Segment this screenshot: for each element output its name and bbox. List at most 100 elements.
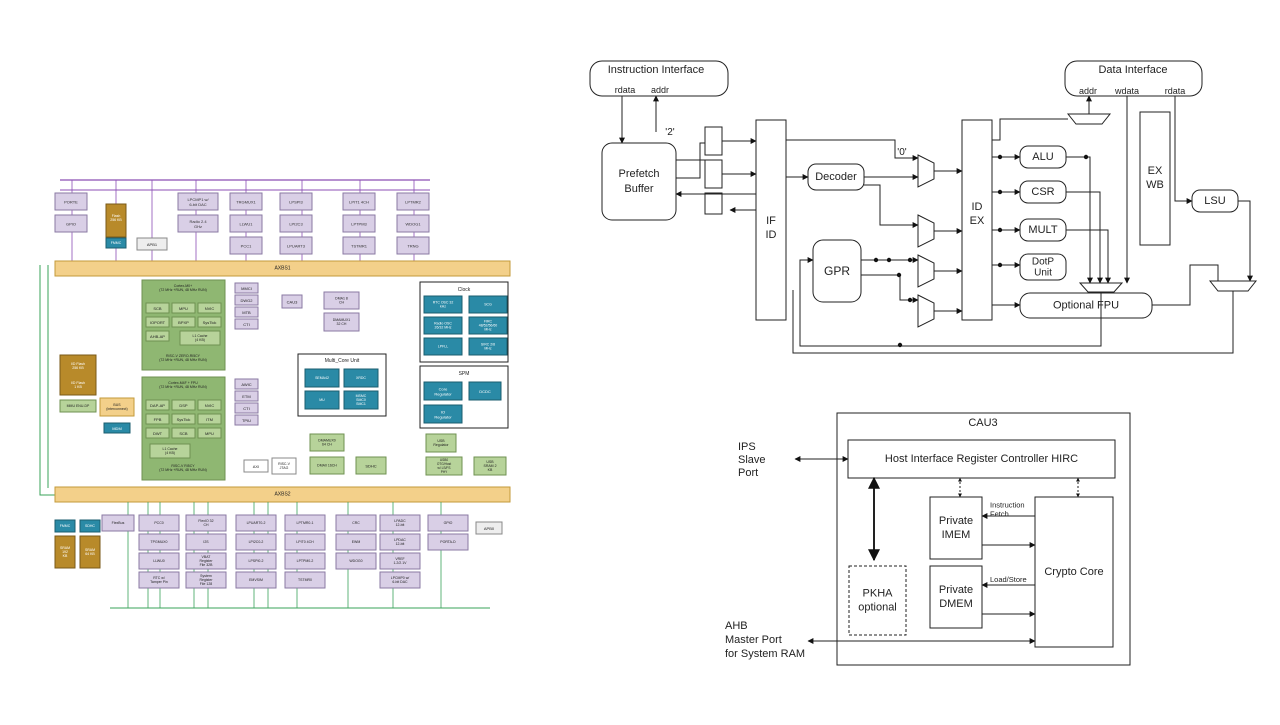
- block-label: AHB-AP: [150, 334, 165, 339]
- block-label: DCDC: [479, 389, 491, 394]
- conn: [992, 118, 1068, 141]
- lsu-block: LSU: [1191, 189, 1239, 213]
- block-label: DMA0 16CH: [317, 464, 337, 468]
- block-frame: [54, 260, 511, 277]
- block-frame: [271, 457, 297, 475]
- instruction-interface-label: Instruction Interface: [608, 64, 705, 76]
- block-frame: [197, 413, 222, 425]
- block-frame: [171, 427, 196, 439]
- side-bot-block: AWIC: [234, 378, 259, 390]
- wdata-label: wdata: [1114, 86, 1139, 96]
- block-label: LPIT1 4CH: [349, 199, 369, 204]
- block-label: MU: [319, 398, 325, 402]
- conn: [1174, 96, 1193, 204]
- block-label: I2S: [203, 540, 209, 544]
- load-store-label: Load/Store: [990, 575, 1027, 584]
- axbs2-bus: AXBS2: [54, 486, 511, 503]
- crypto-core-block: Crypto Core: [1034, 496, 1114, 648]
- block-frame: [475, 521, 503, 535]
- m4-cache: L1 Cache(4 KB): [149, 443, 191, 459]
- block-label: BPXP: [178, 320, 189, 325]
- green-bus: [39, 265, 55, 496]
- side-bot-block: CTI: [234, 402, 259, 414]
- bottom-periph-block: RTC w/Tamper Pin: [138, 571, 180, 589]
- bottom-periph-block: LPI2C0-2: [235, 533, 277, 551]
- top-periph-block: LPIT1 4CH: [342, 192, 376, 211]
- top-periph-block: PCC1: [229, 236, 263, 255]
- block-frame: [229, 214, 263, 233]
- block-label: LPTPM3: [351, 221, 367, 226]
- junction-dot: [886, 257, 892, 263]
- top-periph-block: LPI2C3: [279, 214, 313, 233]
- block-label: MDM: [112, 426, 122, 431]
- block-label: SysTick: [203, 320, 217, 325]
- block-frame: [197, 399, 222, 411]
- block-label: CTI: [243, 406, 249, 411]
- block-frame: [138, 552, 180, 570]
- block-frame: [379, 552, 421, 570]
- block-frame: [54, 519, 76, 533]
- block-frame: [145, 316, 170, 328]
- dma0-block: DMA0 16CH: [309, 456, 345, 475]
- riscv1-label: RISC-V RI5CY(72 MHz +RUN, 48 MHz RUN): [159, 464, 207, 472]
- m0-item: BPXP: [171, 316, 196, 328]
- data-interface-label: Data Interface: [1098, 64, 1167, 76]
- block-frame: [379, 533, 421, 551]
- gpr-block: GPR: [812, 239, 862, 303]
- block-frame: [342, 192, 376, 211]
- riscv0-label: RISC-V ZERO-RI5CY(72 MHz +RUN, 48 MHz RU…: [159, 354, 207, 362]
- flash-side-group: [59, 354, 97, 396]
- block-frame: [234, 390, 259, 402]
- block-frame: [379, 514, 421, 532]
- addr-label: addr: [651, 85, 669, 95]
- block-frame: [177, 214, 219, 233]
- clock-block: LPFLL: [423, 337, 463, 356]
- block-frame: [171, 316, 196, 328]
- side-top-block: MMCI: [234, 282, 259, 294]
- block-frame: [59, 354, 97, 396]
- block-frame: [468, 295, 508, 314]
- decoder-block: Decoder: [807, 163, 865, 191]
- bottom-periph-block: TSTMR0: [284, 571, 326, 589]
- block-frame: [1034, 496, 1114, 648]
- conn: [864, 184, 919, 228]
- block-frame: [234, 402, 259, 414]
- adder-shape: [704, 192, 723, 215]
- block-label: TSTMR1: [351, 243, 368, 248]
- top-periph-block: LLWU1: [229, 214, 263, 233]
- block-frame: [396, 214, 430, 233]
- axbs1-bus: AXBS1: [54, 260, 511, 277]
- fmmc-block: FMMC: [105, 237, 127, 249]
- m0-cache: L1 Cache(4 KB): [179, 330, 221, 346]
- block-label: NVIC: [205, 403, 215, 408]
- block-frame: [755, 119, 787, 321]
- block-frame: [961, 119, 993, 321]
- m4-item: DSP: [171, 399, 196, 411]
- multicore-block: XRDC: [343, 368, 379, 388]
- bottom-periph-block: LPUART0-2: [235, 514, 277, 532]
- fpu-block: Optional FPU: [1019, 292, 1153, 319]
- junction-dot: [1083, 154, 1089, 160]
- block-label: LPCMP1 w/6-bit DAC: [187, 197, 209, 207]
- cau3-title: CAU3: [968, 417, 997, 429]
- block-frame: [138, 514, 180, 532]
- clock-block: SCG: [468, 295, 508, 314]
- m4-item: FPB: [145, 413, 170, 425]
- m0-item: SCB: [145, 302, 170, 314]
- block-frame: [229, 192, 263, 211]
- block-frame: [145, 330, 170, 342]
- block-label: SDHC: [85, 524, 95, 528]
- block-frame: [103, 422, 131, 434]
- m0-item: IOPORT: [145, 316, 170, 328]
